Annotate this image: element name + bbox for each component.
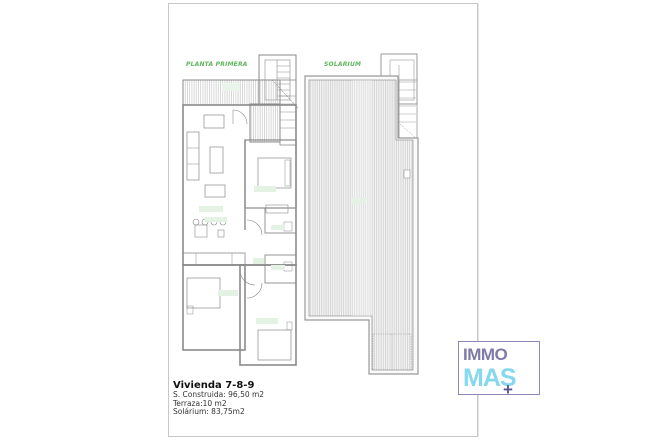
room-labels [199,186,285,324]
solarium-title: SOLARIUM [324,61,362,68]
planta-primera-title: PLANTA PRIMERA [186,61,248,68]
terrace-area: Terraza:10 m2 [173,398,227,408]
logo-top-text: IMMO [463,345,508,364]
plus-icon: + [503,380,513,399]
immomas-logo: IMMO MAS + [458,341,540,399]
solarium-area: Solárium: 83,75m2 [173,407,245,417]
unit-info: Vivienda 7-8-9 S. Construida: 96,50 m2 T… [173,380,264,417]
solarium-plan [304,53,419,375]
planta-primera-plan [182,54,299,366]
built-area: S. Construida: 96,50 m2 [173,390,265,399]
logo-bottom-text: MAS [463,364,517,392]
unit-title: Vivienda 7-8-9 [173,380,255,391]
